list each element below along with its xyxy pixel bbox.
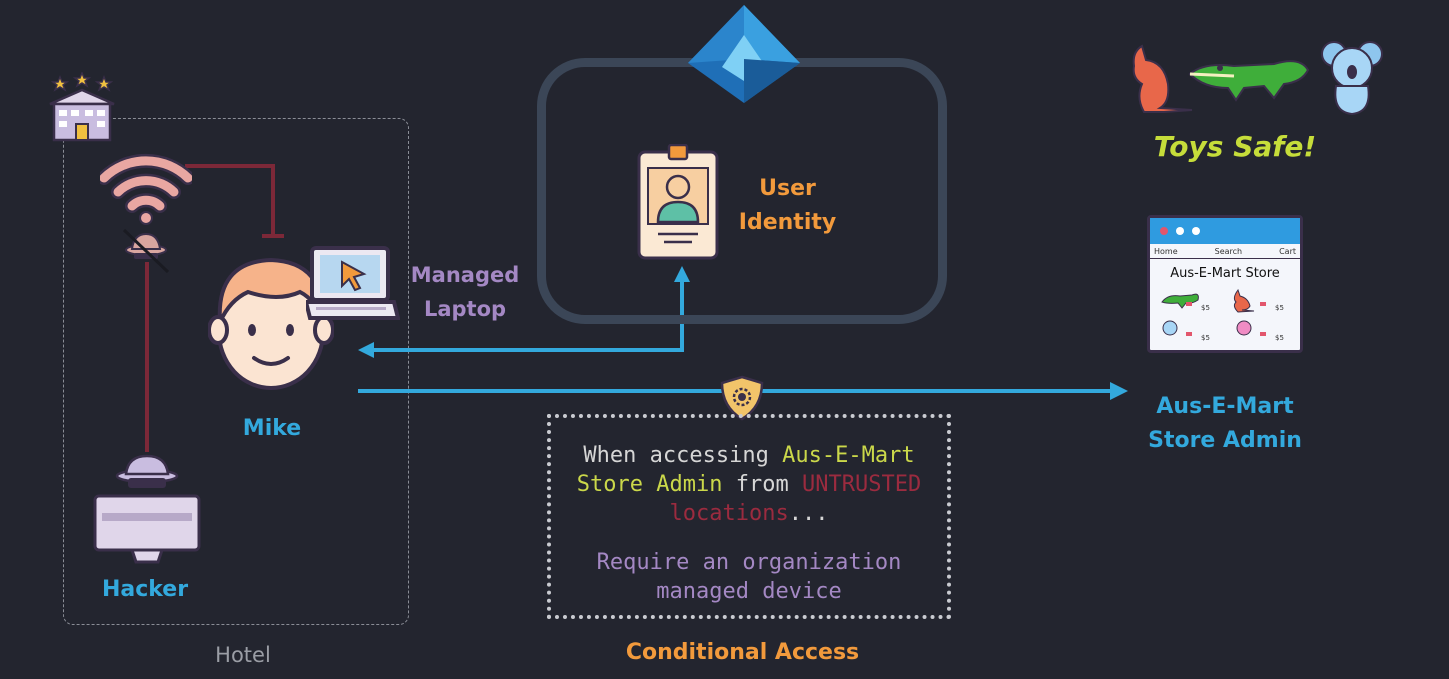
toys-safe-label: Toys Safe! — [1153, 130, 1317, 163]
policy-app-name-part1: Aus-E-Mart — [782, 443, 915, 468]
policy-requirement-line1: Require an organization — [596, 550, 902, 575]
hotel-label: Hotel — [215, 643, 271, 667]
store-window-dot — [1192, 227, 1200, 235]
store-nav: Home Search Cart — [1154, 247, 1296, 256]
hacker-icon — [93, 454, 201, 564]
managed-laptop-line1: Managed — [410, 263, 520, 287]
store-admin-label: Aus-E-Mart Store Admin — [1130, 390, 1320, 458]
user-identity-line2: Identity — [738, 210, 837, 235]
mike-avatar — [208, 257, 334, 390]
policy-from-text: from — [722, 472, 802, 497]
policy-line1-text: When accessing — [583, 443, 783, 468]
crocodile-icon — [1188, 60, 1310, 102]
policy-ellipsis: ... — [788, 501, 829, 526]
conditional-access-policy-box — [547, 414, 951, 619]
store-window-titlebar — [1150, 218, 1300, 244]
koala-icon — [1321, 41, 1383, 116]
kangaroo-icon — [1132, 44, 1193, 113]
store-window-dot-red — [1160, 227, 1168, 235]
shield-gear-icon — [720, 375, 764, 421]
hotel-icon — [49, 72, 115, 142]
store-admin-line1: Aus-E-Mart — [1156, 394, 1294, 419]
user-identity-line1: User — [759, 176, 816, 201]
store-window: Home Search Cart Aus-E-Mart Store $5 $5 … — [1147, 215, 1303, 353]
managed-laptop-label: Managed Laptop — [405, 258, 525, 326]
product-price: $5 — [1201, 334, 1210, 342]
store-products — [1161, 288, 1266, 336]
policy-requirement-line2: managed device — [656, 579, 842, 604]
mike-label: Mike — [242, 416, 302, 441]
policy-app-name-part2: Store Admin — [576, 472, 723, 497]
toys-icon — [1132, 41, 1383, 116]
policy-untrusted-text: UNTRUSTED — [801, 472, 922, 497]
policy-text: When accessing Aus-E-Mart Store Admin fr… — [549, 441, 949, 606]
store-nav-home: Home — [1154, 247, 1178, 256]
product-price: $5 — [1201, 304, 1210, 312]
id-badge-icon — [637, 144, 719, 260]
entra-id-logo-icon — [688, 5, 800, 103]
wifi-mike-link — [185, 164, 275, 236]
identity-to-mike-arrow — [368, 280, 684, 352]
store-name: Aus-E-Mart Store — [1170, 266, 1280, 281]
wifi-icon — [100, 153, 192, 274]
hotel-boundary — [63, 118, 409, 625]
store-nav-cart: Cart — [1279, 247, 1296, 256]
product-price: $5 — [1275, 304, 1284, 312]
user-identity-label: User Identity — [730, 172, 845, 240]
store-window-dot — [1176, 227, 1184, 235]
managed-laptop-line2: Laptop — [423, 297, 507, 321]
product-price: $5 — [1275, 334, 1284, 342]
policy-locations-text: locations — [669, 501, 789, 526]
laptop-icon — [306, 246, 400, 320]
store-admin-line2: Store Admin — [1148, 428, 1302, 453]
store-nav-search: Search — [1214, 247, 1243, 256]
conditional-access-label: Conditional Access — [625, 640, 860, 665]
hacker-label: Hacker — [101, 577, 189, 602]
